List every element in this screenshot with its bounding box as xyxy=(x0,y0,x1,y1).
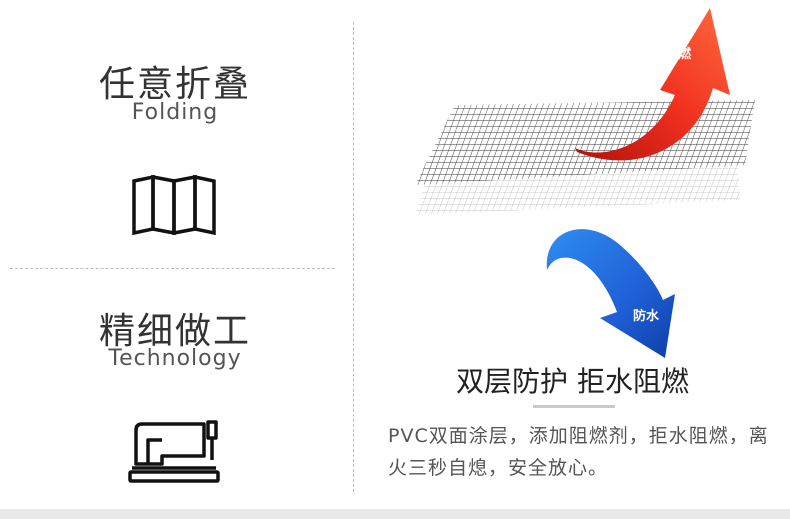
folding-screen-icon xyxy=(132,174,216,236)
water-label: 防水 xyxy=(633,308,660,324)
fire-arrow: 阻燃 xyxy=(575,8,730,161)
horizontal-divider xyxy=(10,268,335,269)
feature-subtitle-technology: Technology xyxy=(108,346,242,371)
water-arrow: 防水 xyxy=(546,229,675,358)
bottom-band xyxy=(0,509,790,519)
section-description: PVC双面涂层，添加阻燃剂，拒水阻燃，离火三秒自熄，安全放心。 xyxy=(388,425,769,479)
section-heading: 双层防护 拒水阻燃 xyxy=(456,365,689,398)
double-layer-illustration: 阻燃 防水 xyxy=(415,8,755,358)
feature-subtitle-folding: Folding xyxy=(131,100,219,125)
feature-title-folding: 任意折叠 xyxy=(98,64,251,105)
fire-label: 阻燃 xyxy=(665,46,692,62)
heading-underline xyxy=(533,405,615,408)
vertical-divider xyxy=(353,22,354,492)
feature-title-technology: 精细做工 xyxy=(98,311,251,352)
sewing-machine-icon xyxy=(128,420,220,483)
